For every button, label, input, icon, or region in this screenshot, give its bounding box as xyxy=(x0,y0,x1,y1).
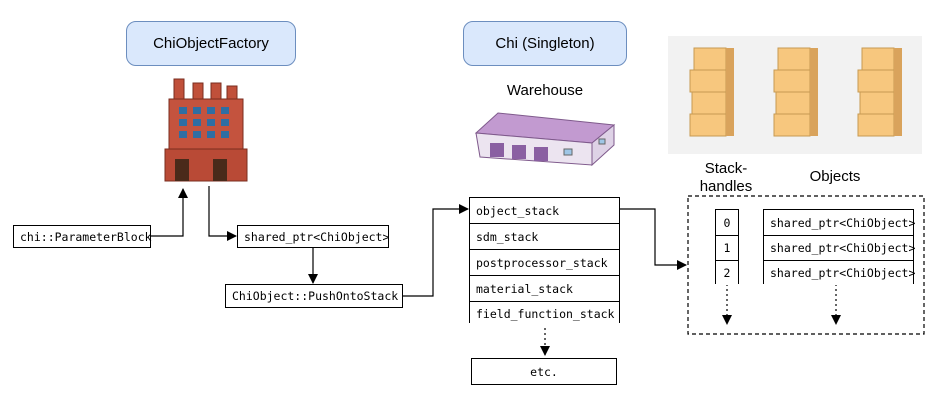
arrow-parameterblock-to-factory xyxy=(151,188,188,237)
etc-box: etc. xyxy=(471,358,617,385)
handles-column: 0 1 2 xyxy=(715,209,739,285)
factory-title-pill: ChiObjectFactory xyxy=(126,21,296,66)
box-stacks-icon xyxy=(668,36,922,154)
singleton-stack-list: object_stack sdm_stack postprocessor_sta… xyxy=(469,197,620,326)
stack-row: material_stack xyxy=(470,276,619,302)
stack-row: postprocessor_stack xyxy=(470,250,619,276)
parameter-block-box: chi::ParameterBlock xyxy=(13,225,152,248)
stack-row: sdm_stack xyxy=(470,224,619,250)
stack-handles-header: Stack- handles xyxy=(688,160,764,196)
objects-column: shared_ptr<ChiObject> shared_ptr<ChiObje… xyxy=(763,209,915,285)
push-onto-stack-label: ChiObject::PushOntoStack xyxy=(232,289,399,303)
shared-ptr-box: shared_ptr<ChiObject> xyxy=(237,225,389,248)
warehouse-icon xyxy=(474,112,616,167)
stack-handles-header-line1: Stack- xyxy=(704,160,748,177)
handle-cell: 1 xyxy=(716,236,738,261)
push-onto-stack-box: ChiObject::PushOntoStack xyxy=(225,284,403,308)
factory-icon xyxy=(164,78,248,182)
object-cell: shared_ptr<ChiObject> xyxy=(764,210,915,236)
object-cell: shared_ptr<ChiObject> xyxy=(764,261,915,285)
objects-header: Objects xyxy=(809,168,861,185)
arrow-push-to-objectstack xyxy=(403,204,469,297)
warehouse-label: Warehouse xyxy=(506,82,584,99)
stack-row: object_stack xyxy=(470,198,619,224)
object-cell: shared_ptr<ChiObject> xyxy=(764,236,915,261)
handle-cell: 0 xyxy=(716,210,738,236)
handle-cell: 2 xyxy=(716,261,738,285)
stack-row: field_function_stack xyxy=(470,302,619,326)
stack-handles-header-line2: handles xyxy=(699,178,753,195)
factory-title: ChiObjectFactory xyxy=(153,35,269,52)
shared-ptr-label: shared_ptr<ChiObject> xyxy=(244,229,390,244)
arrow-objectstack-to-region xyxy=(620,208,687,270)
parameter-block-label: chi::ParameterBlock xyxy=(20,229,152,244)
etc-label: etc. xyxy=(530,364,558,379)
singleton-title: Chi (Singleton) xyxy=(495,35,595,52)
singleton-title-pill: Chi (Singleton) xyxy=(463,21,627,66)
handles-objects-region xyxy=(687,195,925,335)
arrow-factory-to-sharedptr xyxy=(208,186,237,241)
